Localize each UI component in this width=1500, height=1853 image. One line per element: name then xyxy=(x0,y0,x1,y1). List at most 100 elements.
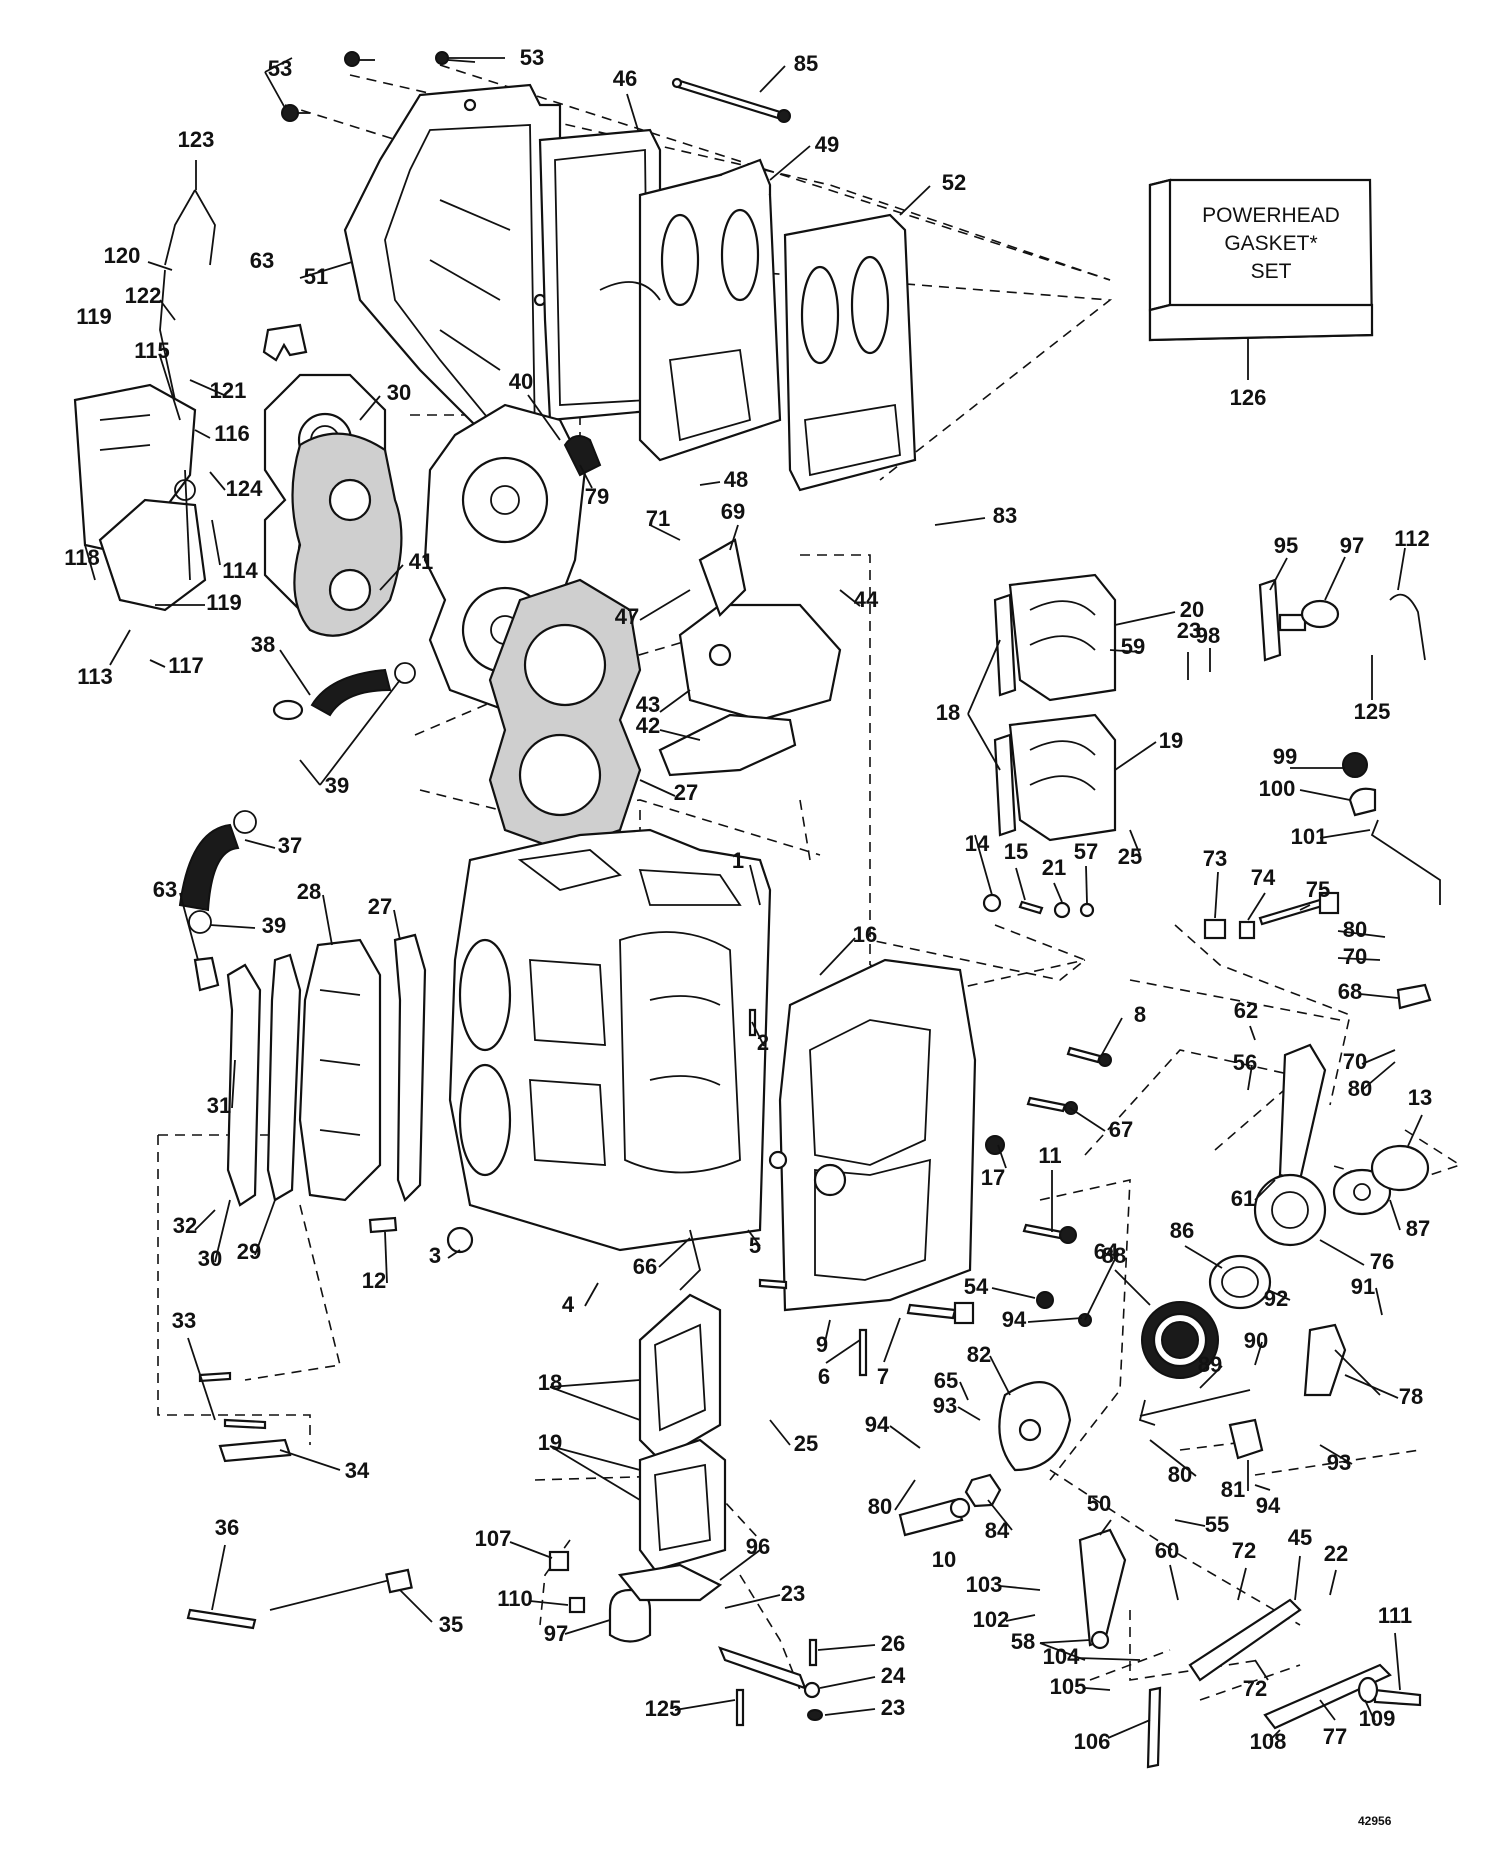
shaft-10 xyxy=(898,1497,971,1537)
reed-plates-lower xyxy=(638,1293,727,1572)
callout-17: 17 xyxy=(981,1165,1005,1190)
cylinder-block xyxy=(448,828,772,1291)
callout-60: 60 xyxy=(1155,1538,1179,1563)
callout-28: 28 xyxy=(297,879,321,904)
callout-90: 90 xyxy=(1244,1328,1268,1353)
callout-107: 107 xyxy=(475,1526,512,1551)
hose-38 xyxy=(272,662,416,721)
fitting-107-110 xyxy=(548,1550,586,1614)
callout-123: 123 xyxy=(178,127,215,152)
callout-110: 110 xyxy=(497,1586,533,1611)
gasket-set-line-2: GASKET* xyxy=(1224,232,1317,255)
callout-112: 112 xyxy=(1394,526,1430,551)
callout-98: 98 xyxy=(1196,623,1220,648)
callout-99: 99 xyxy=(1273,744,1297,769)
callout-94: 94 xyxy=(1256,1493,1281,1518)
gasket-set-line-1: POWERHEAD xyxy=(1202,204,1340,227)
callout-22: 22 xyxy=(1324,1541,1348,1566)
callout-56: 56 xyxy=(1233,1050,1257,1075)
crankcase-front xyxy=(778,958,977,1312)
callout-100: 100 xyxy=(1259,776,1296,801)
callout-116: 116 xyxy=(214,421,250,446)
callout-39: 39 xyxy=(325,773,349,798)
callout-42: 42 xyxy=(636,713,660,738)
callout-25: 25 xyxy=(794,1431,818,1456)
callout-88: 88 xyxy=(1102,1243,1126,1268)
callout-10: 10 xyxy=(932,1547,956,1572)
callout-53: 53 xyxy=(268,56,292,81)
callout-85: 85 xyxy=(794,51,818,76)
callout-101: 101 xyxy=(1291,824,1328,849)
callout-83: 83 xyxy=(993,503,1017,528)
callout-39: 39 xyxy=(262,913,286,938)
pin-111 xyxy=(1357,1676,1422,1707)
callout-115: 115 xyxy=(134,338,170,363)
hose-37 xyxy=(178,810,257,934)
callout-25: 25 xyxy=(1118,844,1142,869)
callout-16: 16 xyxy=(853,922,877,947)
callout-125: 125 xyxy=(645,1696,682,1721)
callout-65: 65 xyxy=(934,1368,958,1393)
leader-lines xyxy=(84,57,1423,1741)
callout-92: 92 xyxy=(1264,1286,1288,1311)
callout-80: 80 xyxy=(868,1494,892,1519)
callout-1: 1 xyxy=(732,848,744,873)
callout-51: 51 xyxy=(304,264,328,289)
exhaust-gasket-52 xyxy=(783,213,917,492)
callout-71: 71 xyxy=(646,506,670,531)
callout-109: 109 xyxy=(1359,1706,1396,1731)
sensor-34 xyxy=(218,1438,292,1463)
throttle-lever-76 xyxy=(1253,1043,1327,1247)
callout-48: 48 xyxy=(724,467,748,492)
callout-29: 29 xyxy=(237,1239,261,1264)
reed-block-20 xyxy=(1008,573,1117,702)
callout-114: 114 xyxy=(222,558,258,583)
callout-95: 95 xyxy=(1274,533,1298,558)
callout-12: 12 xyxy=(362,1268,386,1293)
callout-23: 23 xyxy=(881,1695,905,1720)
callout-19: 19 xyxy=(538,1430,562,1455)
block-81 xyxy=(1228,1418,1264,1460)
long-bolt-85 xyxy=(671,77,791,123)
transfer-gasket-27-lower xyxy=(393,933,427,1203)
callout-117: 117 xyxy=(168,653,204,678)
callout-59: 59 xyxy=(1121,634,1145,659)
callout-35: 35 xyxy=(439,1612,463,1637)
bracket-82 xyxy=(998,1381,1072,1472)
callout-79: 79 xyxy=(585,484,609,509)
callout-55: 55 xyxy=(1205,1512,1229,1537)
callout-93: 93 xyxy=(933,1393,957,1418)
callout-97: 97 xyxy=(544,1621,568,1646)
callout-9: 9 xyxy=(816,1332,828,1357)
callout-18: 18 xyxy=(538,1370,562,1395)
link-rod-101 xyxy=(1370,819,1441,905)
callout-6: 6 xyxy=(818,1364,830,1389)
transfer-cover-30-lower xyxy=(226,963,262,1207)
callout-103: 103 xyxy=(966,1572,1003,1597)
housing-86 xyxy=(1208,1254,1272,1310)
callout-24: 24 xyxy=(881,1663,906,1688)
callout-47: 47 xyxy=(615,604,639,629)
callout-13: 13 xyxy=(1408,1085,1432,1110)
callout-33: 33 xyxy=(172,1308,196,1333)
transfer-gasket-29 xyxy=(266,953,302,1202)
screw-125-lower xyxy=(735,1688,745,1727)
link-45 xyxy=(1188,1598,1302,1682)
link-77 xyxy=(1263,1663,1392,1730)
callout-75: 75 xyxy=(1306,877,1330,902)
transfer-cover-28 xyxy=(298,938,382,1202)
callout-63: 63 xyxy=(250,248,274,273)
exhaust-divider-plate-49 xyxy=(599,158,782,462)
callout-124: 124 xyxy=(226,476,263,501)
callout-2: 2 xyxy=(757,1030,769,1055)
callout-125: 125 xyxy=(1354,699,1391,724)
callout-49: 49 xyxy=(815,132,839,157)
callout-86: 86 xyxy=(1170,1218,1194,1243)
callout-7: 7 xyxy=(877,1364,889,1389)
callout-80: 80 xyxy=(1168,1462,1192,1487)
callout-46: 46 xyxy=(613,66,637,91)
callout-76: 76 xyxy=(1370,1249,1394,1274)
callout-121: 121 xyxy=(210,378,247,403)
dowel-12 xyxy=(368,1216,398,1234)
